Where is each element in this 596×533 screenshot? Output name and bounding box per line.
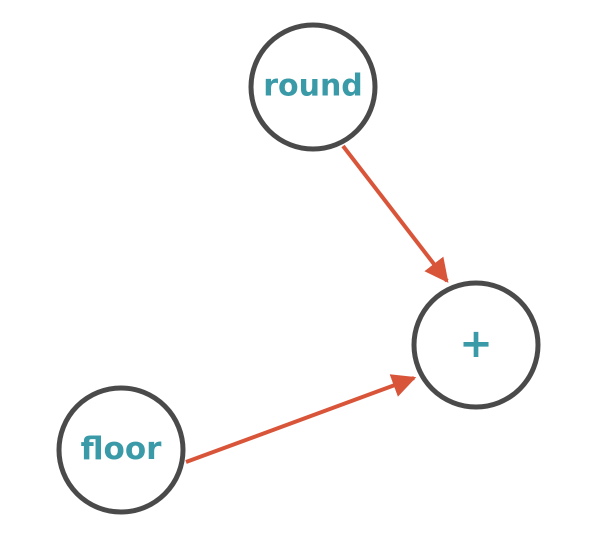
edges	[185, 144, 449, 464]
node-round-label: round	[263, 69, 363, 104]
node-round[interactable]: round	[248, 22, 378, 152]
edge-floor-to-plus	[185, 374, 417, 464]
node-plus[interactable]: +	[411, 280, 541, 410]
node-floor-circle	[56, 385, 186, 515]
node-plus-circle	[411, 280, 541, 410]
node-floor-label: floor	[81, 431, 163, 467]
node-plus-label: +	[459, 321, 493, 367]
node-floor[interactable]: floor	[56, 385, 186, 515]
node-round-circle	[248, 22, 378, 152]
edge-round-to-plus	[341, 144, 449, 283]
